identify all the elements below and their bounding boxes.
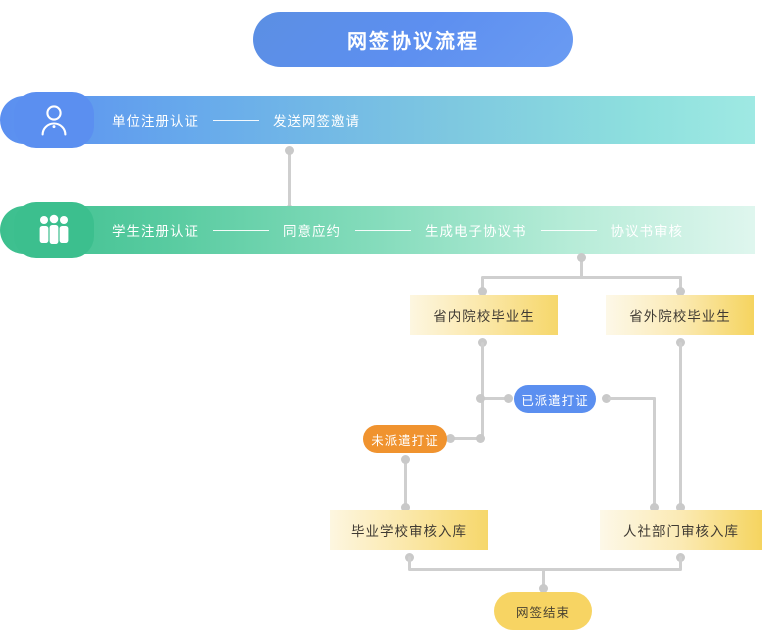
lane-step-label: 协议书审核 bbox=[610, 224, 683, 239]
connector-split-stem bbox=[580, 256, 583, 278]
lane-student: 学生注册认证 同意应约 生成电子协议书 协议书审核 bbox=[0, 202, 765, 258]
node-unassigned-dispatch[interactable]: 未派遣打证 bbox=[363, 425, 447, 453]
lane-employer-steps: 单位注册认证 发送网签邀请 bbox=[112, 96, 360, 144]
connector-dot bbox=[401, 455, 410, 464]
step-connector-dash bbox=[213, 119, 259, 121]
single-person-icon bbox=[14, 92, 94, 148]
connector-dot bbox=[602, 394, 611, 403]
step-connector-dash bbox=[540, 229, 597, 231]
connector-merge-bar bbox=[408, 568, 682, 571]
lane-step-label: 学生注册认证 bbox=[112, 224, 199, 239]
connector-to-assigned bbox=[481, 397, 511, 400]
connector-split-right bbox=[679, 276, 682, 290]
connector-dot bbox=[676, 503, 685, 512]
page-title: 网签协议流程 bbox=[253, 12, 573, 67]
lane-employer: 单位注册认证 发送网签邀请 bbox=[0, 92, 765, 148]
connector-dot bbox=[476, 394, 485, 403]
lane-step-label: 同意应约 bbox=[283, 224, 341, 239]
connector-dot bbox=[577, 253, 586, 262]
node-in-province[interactable]: 省内院校毕业生 bbox=[410, 295, 558, 335]
connector-split-bar bbox=[482, 276, 682, 279]
node-terminal[interactable]: 网签结束 bbox=[494, 592, 592, 630]
node-label: 省内院校毕业生 bbox=[433, 309, 535, 324]
connector-inprov-stem bbox=[481, 342, 484, 442]
connector-dot bbox=[539, 584, 548, 593]
node-label: 人社部门审核入库 bbox=[623, 524, 739, 539]
group-people-icon bbox=[14, 202, 94, 258]
lane-step-label: 发送网签邀请 bbox=[273, 114, 360, 129]
connector-dot bbox=[285, 146, 294, 155]
page-title-text: 网签协议流程 bbox=[347, 31, 479, 53]
connector-split-left bbox=[481, 276, 484, 290]
connector-dot bbox=[401, 503, 410, 512]
step-connector-dash bbox=[213, 229, 269, 231]
node-hr-archive[interactable]: 人社部门审核入库 bbox=[600, 510, 762, 550]
connector-dot bbox=[676, 287, 685, 296]
connector-outprov-hrdept bbox=[679, 342, 682, 508]
lane-employer-bar bbox=[0, 96, 755, 144]
node-label: 已派遣打证 bbox=[521, 393, 589, 408]
connector-assigned-elbow-h bbox=[608, 397, 656, 400]
connector-merge-left bbox=[408, 556, 411, 570]
connector-dot bbox=[478, 287, 487, 296]
lane-student-steps: 学生注册认证 同意应约 生成电子协议书 协议书审核 bbox=[112, 206, 683, 254]
node-assigned-dispatch[interactable]: 已派遣打证 bbox=[514, 385, 596, 413]
node-label: 省外院校毕业生 bbox=[629, 309, 731, 324]
lane-step-label: 单位注册认证 bbox=[112, 114, 199, 129]
node-label: 毕业学校审核入库 bbox=[351, 524, 467, 539]
node-label: 未派遣打证 bbox=[371, 433, 439, 448]
connector-lane1-lane2 bbox=[288, 150, 291, 212]
node-school-archive[interactable]: 毕业学校审核入库 bbox=[330, 510, 488, 550]
connector-unassigned-school bbox=[404, 458, 407, 508]
connector-dot bbox=[504, 394, 513, 403]
connector-merge-right bbox=[679, 556, 682, 570]
connector-merge-stem bbox=[542, 568, 545, 588]
step-connector-dash bbox=[355, 229, 411, 231]
lane-step-label: 生成电子协议书 bbox=[425, 224, 527, 239]
connector-dot bbox=[650, 503, 659, 512]
node-out-province[interactable]: 省外院校毕业生 bbox=[606, 295, 754, 335]
connector-assigned-elbow-v bbox=[653, 397, 656, 507]
connector-to-unassigned bbox=[452, 437, 482, 440]
connector-dot bbox=[446, 434, 455, 443]
connector-dot bbox=[476, 434, 485, 443]
node-label: 网签结束 bbox=[515, 605, 570, 620]
